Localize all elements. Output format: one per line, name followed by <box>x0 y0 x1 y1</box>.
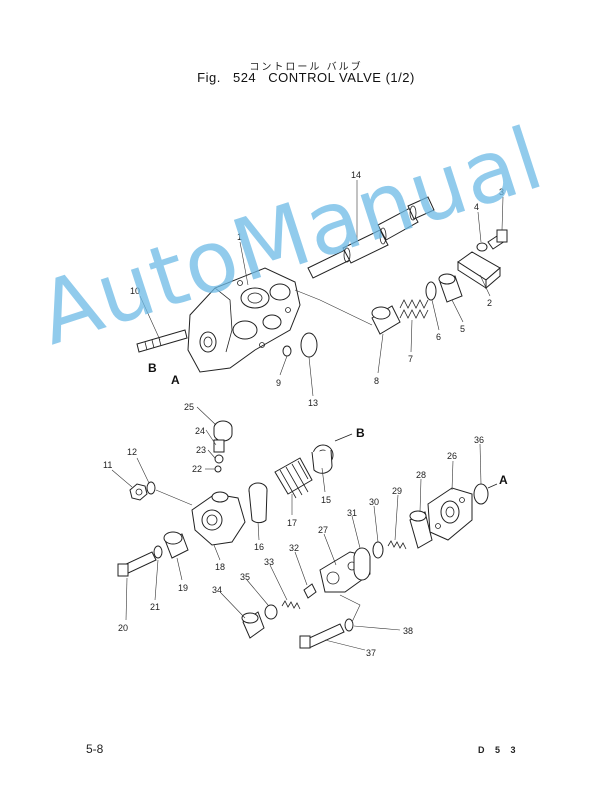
seat-part-22 <box>214 465 222 473</box>
callout-9: 9 <box>276 378 281 388</box>
page-number: 5-8 <box>86 742 104 756</box>
figure-subtitle-japanese: コントロール バルブ <box>249 62 363 73</box>
port-label-a-lower: A <box>499 473 508 487</box>
callout-5: 5 <box>460 324 465 334</box>
callout-12: 12 <box>127 447 137 457</box>
cap-part-5 <box>438 273 463 303</box>
o-ring-part-30 <box>372 541 384 559</box>
piston-part-28 <box>409 510 433 549</box>
nut-part-11 <box>129 483 148 501</box>
bolt-part-20 <box>117 551 157 577</box>
o-ring-part-36 <box>473 483 489 505</box>
o-ring-part-35 <box>264 604 278 620</box>
valve-housing-part-18 <box>191 491 246 546</box>
callout-21: 21 <box>150 602 160 612</box>
callout-24: 24 <box>195 426 205 436</box>
spring-part-7 <box>399 299 429 319</box>
callout-33: 33 <box>264 557 274 567</box>
callout-16: 16 <box>254 542 264 552</box>
callout-14: 14 <box>351 170 361 180</box>
callout-31: 31 <box>347 508 357 518</box>
spool-part-14 <box>307 196 435 279</box>
callout-25: 25 <box>184 402 194 412</box>
port-label-b-lower: B <box>356 426 365 440</box>
figure-title: Fig. 524 CONTROL VALVE (1/2) <box>0 70 612 85</box>
callout-19: 19 <box>178 583 188 593</box>
leader-lines <box>111 180 504 651</box>
o-ring-part-6 <box>425 281 437 301</box>
figure-title-text: CONTROL VALVE (1/2) <box>268 70 415 85</box>
spring-part-33 <box>281 600 301 610</box>
callout-30: 30 <box>369 497 379 507</box>
callout-36: 36 <box>474 435 484 445</box>
piston-part-15 <box>311 444 334 474</box>
o-ring-part-13 <box>300 332 318 358</box>
guide-part-16 <box>248 482 268 524</box>
callout-2: 2 <box>487 298 492 308</box>
spring-part-24 <box>213 439 225 453</box>
model-code: D 5 3 <box>478 745 520 755</box>
flange-part-26 <box>427 487 473 541</box>
callout-34: 34 <box>212 585 222 595</box>
callout-20: 20 <box>118 623 128 633</box>
port-label-a-upper: A <box>171 373 180 387</box>
callout-27: 27 <box>318 525 328 535</box>
callout-38: 38 <box>403 626 413 636</box>
callout-10: 10 <box>130 286 140 296</box>
washer-part-4 <box>476 242 488 252</box>
valve-part-32 <box>303 583 317 599</box>
callout-26: 26 <box>447 451 457 461</box>
sleeve-part-19 <box>163 531 189 559</box>
callout-22: 22 <box>192 464 202 474</box>
bolt-part-10 <box>136 329 188 353</box>
bolt-part-3 <box>487 229 508 250</box>
callout-1: 1 <box>237 232 242 242</box>
callout-7: 7 <box>408 354 413 364</box>
callout-32: 32 <box>289 543 299 553</box>
washer-part-38 <box>344 618 354 632</box>
callout-labels: 1 2 3 4 5 6 7 8 9 10 11 12 13 14 15 16 1… <box>103 170 504 658</box>
callout-35: 35 <box>240 572 250 582</box>
callout-37: 37 <box>366 648 376 658</box>
figure-number: 524 <box>232 70 257 85</box>
port-label-b-upper: B <box>148 361 157 375</box>
callout-3: 3 <box>499 187 504 197</box>
arrow-b-lower <box>334 433 353 442</box>
washer-part-21 <box>153 545 163 559</box>
plate-part-2 <box>457 251 501 290</box>
plug-part-34 <box>241 611 265 639</box>
callout-8: 8 <box>374 376 379 386</box>
ball-part-23 <box>214 454 224 464</box>
callout-11: 11 <box>103 460 112 470</box>
callout-29: 29 <box>392 486 402 496</box>
spring-part-29 <box>387 540 407 550</box>
cap-part-25 <box>213 420 233 442</box>
valve-body-part-1 <box>187 267 301 373</box>
piston-part-8 <box>371 305 401 335</box>
o-ring-part-9 <box>282 345 292 357</box>
callout-18: 18 <box>215 562 225 572</box>
bolt-part-37 <box>299 623 345 649</box>
callout-17: 17 <box>287 518 297 528</box>
arrow-a-lower <box>487 483 498 489</box>
callout-15: 15 <box>321 495 331 505</box>
figure-prefix: Fig. <box>197 70 221 85</box>
callout-6: 6 <box>436 332 441 342</box>
washer-part-12 <box>146 481 156 495</box>
spring-part-17 <box>274 457 313 499</box>
callout-28: 28 <box>416 470 426 480</box>
callout-13: 13 <box>308 398 318 408</box>
callout-23: 23 <box>196 445 206 455</box>
sleeve-part-31 <box>353 547 371 581</box>
callout-4: 4 <box>474 202 479 212</box>
